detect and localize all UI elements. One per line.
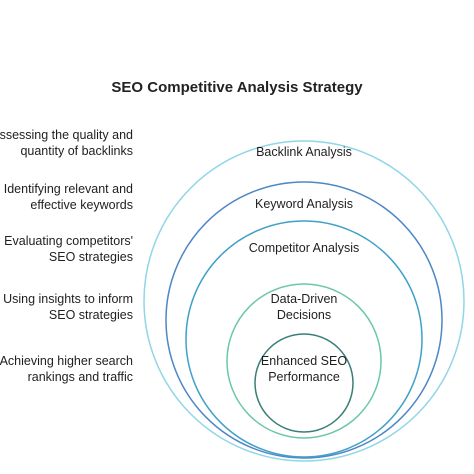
description-data-driven-decisions: Using insights to inform SEO strategies	[3, 292, 133, 322]
ring-data-driven-decisions	[226, 283, 382, 439]
label-backlink-analysis: Backlink Analysis	[256, 145, 352, 159]
label-keyword-analysis: Keyword Analysis	[255, 197, 353, 211]
ring-backlink-analysis	[143, 140, 465, 462]
label-enhanced-seo-performance: Enhanced SEO Performance	[260, 354, 348, 384]
ring-enhanced-seo-performance	[254, 333, 354, 433]
label-competitor-analysis: Competitor Analysis	[248, 241, 360, 255]
diagram-title: SEO Competitive Analysis Strategy	[111, 79, 363, 96]
ring-competitor-analysis	[185, 220, 423, 458]
ring-keyword-analysis	[165, 181, 443, 459]
label-data-driven-decisions: Data-Driven Decisions	[270, 292, 338, 322]
description-backlink-analysis: Assessing the quality and quantity of ba…	[0, 128, 133, 158]
description-keyword-analysis: Identifying relevant and effective keywo…	[3, 182, 133, 212]
description-competitor-analysis: Evaluating competitors' SEO strategies	[4, 234, 133, 264]
description-enhanced-seo-performance: Achieving higher search rankings and tra…	[0, 354, 133, 384]
